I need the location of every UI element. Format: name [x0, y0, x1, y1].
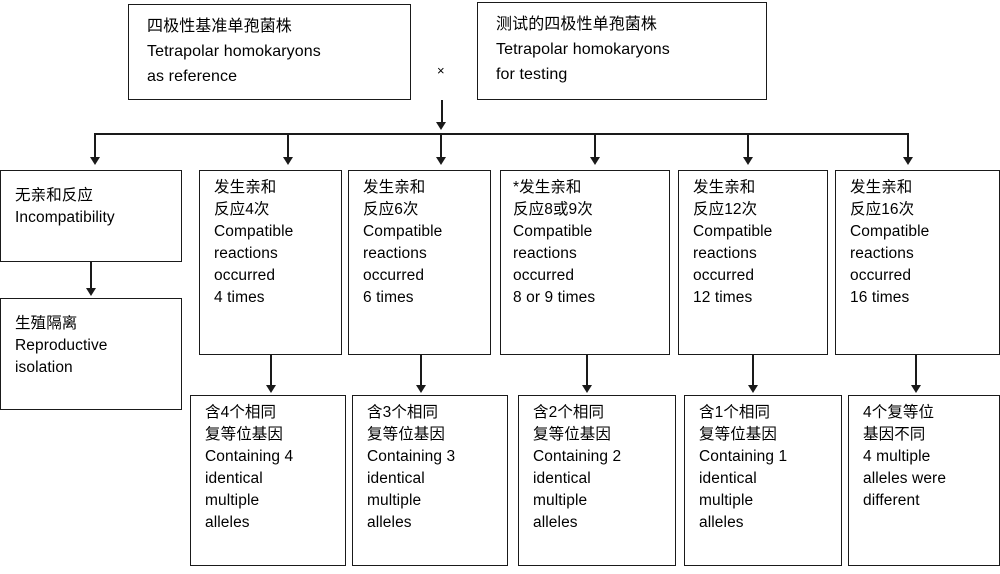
branch-arrowhead-4 — [589, 157, 600, 165]
conclusion-box-identical-1: 含1个相同 复等位基因 Containing 1 identical multi… — [684, 395, 842, 566]
cross-symbol: × — [437, 63, 445, 78]
branch-connector-3 — [440, 133, 442, 159]
link-connector-1 — [270, 355, 272, 387]
cross-down-arrowhead — [436, 122, 447, 130]
outcome-box-compatible-4: 发生亲和 反应4次 Compatible reactions occurred … — [199, 170, 342, 355]
branch-connector-2 — [287, 133, 289, 159]
link-connector-incompatibility — [90, 262, 92, 290]
link-arrowhead-incompatibility — [85, 288, 96, 296]
branch-connector-4 — [594, 133, 596, 159]
link-connector-3 — [586, 355, 588, 387]
link-connector-5 — [915, 355, 917, 387]
outcome-box-compatible-12: 发生亲和 反应12次 Compatible reactions occurred… — [678, 170, 828, 355]
outcome-box-compatible-16: 发生亲和 反应16次 Compatible reactions occurred… — [835, 170, 1000, 355]
cross-down-connector — [441, 100, 443, 124]
conclusion-box-identical-3: 含3个相同 复等位基因 Containing 3 identical multi… — [352, 395, 508, 566]
conclusion-box-identical-2: 含2个相同 复等位基因 Containing 2 identical multi… — [518, 395, 676, 566]
branch-connector-6 — [907, 133, 909, 159]
link-connector-4 — [752, 355, 754, 387]
link-arrowhead-1 — [265, 385, 276, 393]
testing-strain-box: 测试的四极性单孢菌株 Tetrapolar homokaryons for te… — [477, 2, 767, 100]
link-arrowhead-2 — [415, 385, 426, 393]
outcome-box-compatible-8-or-9: *发生亲和 反应8或9次 Compatible reactions occurr… — [500, 170, 670, 355]
branch-connector-5 — [747, 133, 749, 159]
branch-arrowhead-6 — [902, 157, 913, 165]
link-arrowhead-3 — [581, 385, 592, 393]
branch-arrowhead-1 — [89, 157, 100, 165]
conclusion-box-all-different: 4个复等位 基因不同 4 multiple alleles were diffe… — [848, 395, 1000, 566]
link-connector-2 — [420, 355, 422, 387]
distribution-bar — [95, 133, 909, 135]
reference-strain-box: 四极性基准单孢菌株 Tetrapolar homokaryons as refe… — [128, 4, 411, 100]
outcome-box-compatible-6: 发生亲和 反应6次 Compatible reactions occurred … — [348, 170, 491, 355]
branch-connector-1 — [94, 133, 96, 159]
link-arrowhead-4 — [747, 385, 758, 393]
branch-arrowhead-3 — [435, 157, 446, 165]
link-arrowhead-5 — [910, 385, 921, 393]
branch-arrowhead-2 — [282, 157, 293, 165]
conclusion-box-reproductive-isolation: 生殖隔离 Reproductive isolation — [0, 298, 182, 410]
outcome-box-incompatibility: 无亲和反应 Incompatibility — [0, 170, 182, 262]
branch-arrowhead-5 — [742, 157, 753, 165]
conclusion-box-identical-4: 含4个相同 复等位基因 Containing 4 identical multi… — [190, 395, 346, 566]
